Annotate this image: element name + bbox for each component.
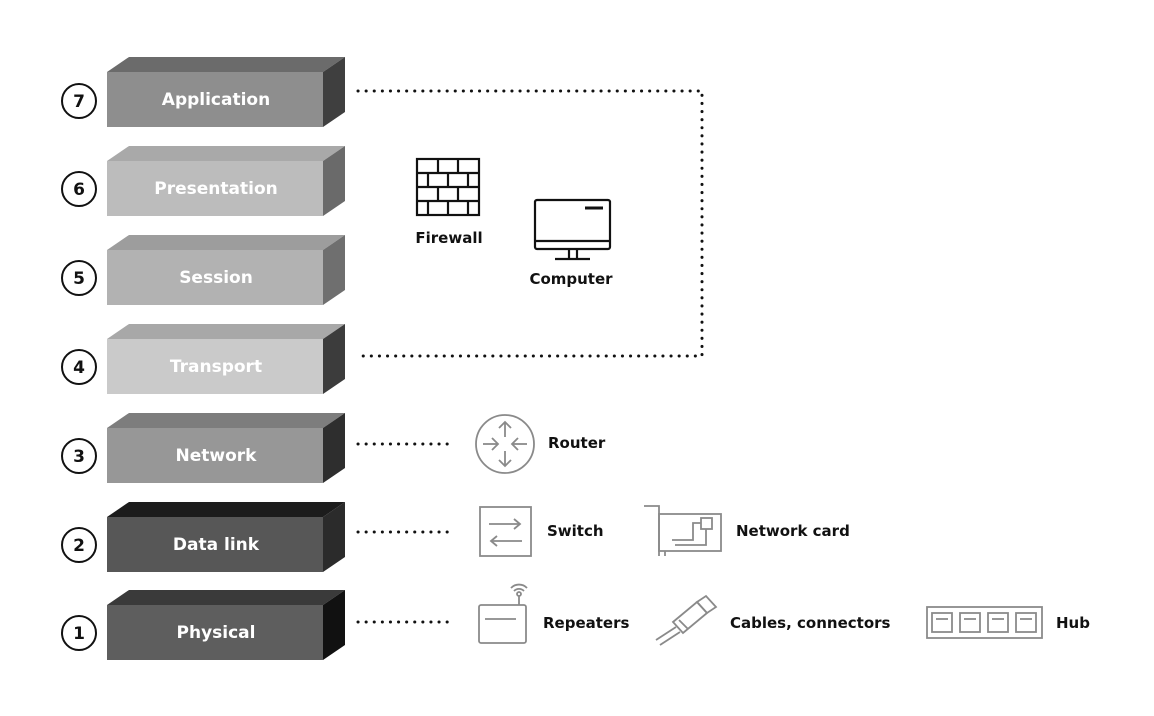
layer-number-circle: [61, 615, 97, 651]
router-icon: [475, 414, 535, 474]
computer-device: Computer: [529, 198, 613, 288]
switch-icon: [479, 506, 532, 557]
hub-icon: [926, 606, 1043, 639]
layer-number-circle: [61, 171, 97, 207]
layer-side-face: [323, 57, 345, 127]
layer-6: 6 Presentation: [61, 146, 345, 216]
layer-number-circle: [61, 260, 97, 296]
layer-top-face: [107, 324, 345, 339]
hub-device: Hub: [926, 606, 1090, 639]
network-card-label: Network card: [736, 522, 850, 540]
network-card-icon: [644, 505, 722, 556]
layer-label: Data link: [173, 535, 260, 555]
layer-top-face: [107, 57, 345, 72]
router-device: Router: [475, 414, 606, 474]
layer-label: Transport: [170, 357, 262, 377]
layer-number: 1: [73, 624, 85, 644]
cables-device: Cables, connectors: [655, 594, 891, 646]
layer-number: 7: [73, 92, 85, 112]
layer-number: 4: [73, 358, 85, 378]
network-card-device: Network card: [644, 505, 850, 556]
switch-device: Switch: [479, 506, 604, 557]
layer-label: Network: [176, 446, 258, 466]
layer-top-face: [107, 413, 345, 428]
layer-number-circle: [61, 527, 97, 563]
computer-label: Computer: [529, 270, 613, 288]
layer-1: 1 Physical: [61, 590, 345, 660]
layer-front-face: [107, 517, 323, 572]
hub-label: Hub: [1056, 614, 1090, 632]
layer-side-face: [323, 324, 345, 394]
layer-number: 2: [73, 536, 85, 556]
upper-layers-bracket: [356, 89, 704, 358]
layer-top-face: [107, 590, 345, 605]
layer-label: Presentation: [154, 179, 277, 199]
router-label: Router: [548, 434, 606, 452]
layer-front-face: [107, 605, 323, 660]
layer-number-circle: [61, 438, 97, 474]
computer-icon: [533, 198, 612, 261]
cables-label: Cables, connectors: [730, 614, 891, 632]
layer-3: 3 Network: [61, 413, 345, 483]
layer-label: Session: [179, 268, 253, 288]
layer-number-circle: [61, 83, 97, 119]
layer-side-face: [323, 146, 345, 216]
repeater-icon: [478, 583, 528, 644]
layer-top-face: [107, 146, 345, 161]
layer-label: Application: [162, 90, 270, 110]
layer-front-face: [107, 250, 323, 305]
switch-label: Switch: [547, 522, 604, 540]
layer-4: 4 Transport: [61, 324, 345, 394]
layer-front-face: [107, 339, 323, 394]
layer-side-face: [323, 235, 345, 305]
layer-top-face: [107, 235, 345, 250]
layer-number: 6: [73, 180, 85, 200]
firewall-label: Firewall: [415, 229, 482, 247]
layer-2: 2 Data link: [61, 502, 345, 572]
layer-number: 5: [73, 269, 85, 289]
layer-label: Physical: [177, 623, 256, 643]
layer-front-face: [107, 72, 323, 127]
layer-side-face: [323, 413, 345, 483]
cable-connector-icon: [655, 594, 718, 646]
layer-top-face: [107, 502, 345, 517]
firewall-device: Firewall: [415, 157, 483, 247]
layer-7: 7 Application: [61, 57, 345, 127]
firewall-icon: [415, 157, 481, 217]
repeaters-device: Repeaters: [478, 583, 629, 644]
layer-side-face: [323, 590, 345, 660]
layer-number-circle: [61, 349, 97, 385]
layer-front-face: [107, 161, 323, 216]
repeaters-label: Repeaters: [543, 614, 629, 632]
layer-side-face: [323, 502, 345, 572]
layer-5: 5 Session: [61, 235, 345, 305]
layer-number: 3: [73, 447, 85, 467]
layer-front-face: [107, 428, 323, 483]
